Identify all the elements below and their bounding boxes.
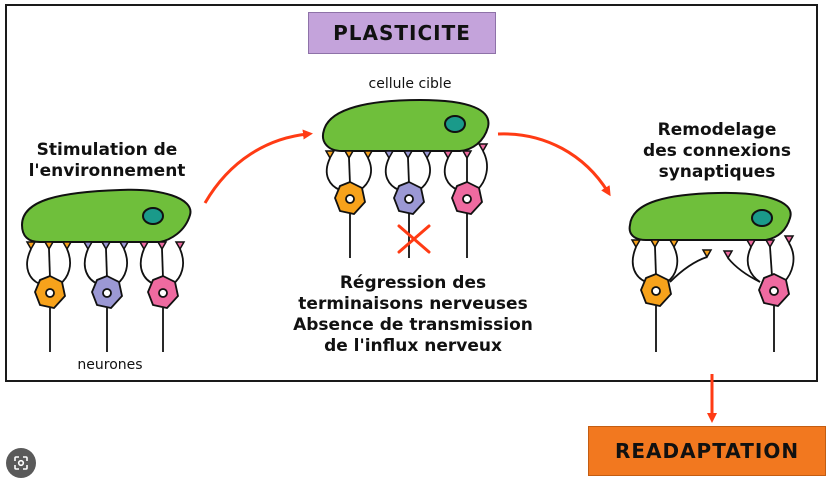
- result-box: READAPTATION: [588, 426, 826, 476]
- neurons-middle: [334, 181, 483, 215]
- right-caption-line1: Remodelage: [657, 120, 777, 140]
- arrow-left-to-middle: [203, 129, 313, 204]
- middle-caption-line3: Absence de transmission: [293, 315, 533, 335]
- left-caption: Stimulation de l'environnement: [18, 140, 196, 182]
- cross-icon: [397, 224, 431, 254]
- diagram-title: PLASTICITE: [333, 21, 471, 45]
- arrow-middle-to-right: [497, 132, 611, 197]
- terminals-middle: [324, 143, 489, 160]
- neurons-label: neurones: [77, 357, 143, 373]
- neurites-right: [631, 242, 795, 352]
- result-label: READAPTATION: [614, 439, 800, 463]
- right-caption-line3: synaptiques: [658, 162, 776, 182]
- middle-caption-line4: de l'influx nerveux: [324, 336, 502, 356]
- middle-caption: Régression des terminaisons nerveuses Ab…: [268, 273, 558, 357]
- nucleus-left: [142, 207, 164, 225]
- google-lens-button[interactable]: [6, 448, 36, 478]
- right-caption: Remodelage des connexions synaptiques: [622, 120, 812, 183]
- neurons-left: [34, 275, 179, 309]
- nucleus-middle: [444, 115, 466, 133]
- neurons-right: [640, 273, 790, 307]
- title-box: PLASTICITE: [308, 12, 496, 54]
- left-caption-line2: l'environnement: [28, 161, 186, 181]
- middle-caption-line2: terminaisons nerveuses: [298, 294, 528, 314]
- target-cell-label: cellule cible: [368, 76, 452, 92]
- middle-caption-line1: Régression des: [339, 273, 487, 293]
- terminals-left: [25, 241, 186, 251]
- target-cell-middle: [322, 98, 490, 152]
- terminals-right: [630, 235, 795, 260]
- left-caption-line1: Stimulation de: [36, 140, 178, 160]
- nucleus-right: [751, 209, 773, 227]
- google-lens-icon: [14, 456, 28, 470]
- target-cell-left: [20, 188, 192, 243]
- right-caption-line2: des connexions: [643, 141, 791, 161]
